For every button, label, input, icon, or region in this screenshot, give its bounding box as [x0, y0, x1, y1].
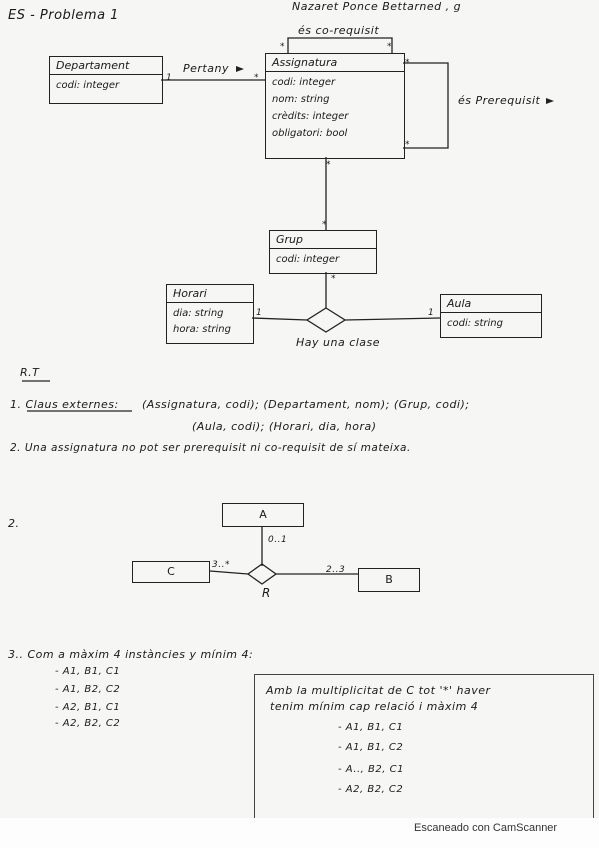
label-pertany: Pertany: [183, 62, 229, 75]
class-attr: codi: string: [447, 318, 503, 329]
list-item: - A.., B2, C1: [338, 764, 404, 775]
rt-line1a: (Assignatura, codi); (Departament, nom);…: [142, 398, 470, 411]
class-b: B: [358, 568, 420, 592]
label-ternary: Hay una clase: [296, 336, 381, 349]
class-name: Aula: [441, 295, 541, 313]
class-a: A: [222, 503, 304, 527]
note-line-2: tenim mínim cap relació i màxim 4: [270, 700, 479, 713]
class-c: C: [132, 561, 210, 583]
mult-coreq-right: *: [387, 42, 392, 52]
class-name: Departament: [50, 57, 162, 75]
mult-b: 2..3: [326, 565, 346, 575]
label-prereq: és Prerequisit: [458, 94, 541, 107]
section-3-intro: 3.. Com a màxim 4 instàncies y mínim 4:: [8, 648, 254, 661]
class-grup: Grup codi: integer: [269, 230, 377, 274]
class-assignatura: Assignatura codi: integer nom: string cr…: [265, 53, 405, 159]
rt-line1-label: 1. Claus externes:: [10, 398, 119, 411]
class-aula: Aula codi: string: [440, 294, 542, 338]
mult-assig-pertany: *: [254, 73, 259, 83]
section-2-number: 2.: [8, 517, 20, 530]
association-r: R: [262, 586, 271, 600]
rt-line2: 2. Una assignatura no pot ser prerequisi…: [10, 442, 411, 454]
mult-coreq-left: *: [280, 42, 285, 52]
class-attr: dia: string: [173, 308, 224, 319]
author-name: Nazaret Ponce Bettarned , g: [292, 0, 462, 13]
class-attr: codi: integer: [272, 77, 336, 88]
list-item: - A1, B1, C1: [55, 666, 121, 677]
class-departament: Departament codi: integer: [49, 56, 163, 104]
scanner-watermark: Escaneado con CamScanner: [414, 822, 558, 834]
rt-heading: R.T: [20, 366, 40, 379]
class-name: Grup: [270, 231, 376, 249]
class-attr: hora: string: [173, 324, 231, 335]
mult-aula: 1: [428, 308, 435, 318]
class-name: Assignatura: [266, 54, 404, 72]
label-coreq: és co-requisit: [298, 24, 380, 37]
class-attr: nom: string: [272, 94, 330, 105]
class-attr: crèdits: integer: [272, 111, 349, 122]
page-title: ES - Problema 1: [8, 8, 119, 23]
list-item: - A1, B2, C2: [55, 684, 121, 695]
note-line-1: Amb la multiplicitat de C tot '*' haver: [266, 684, 491, 697]
class-horari: Horari dia: string hora: string: [166, 284, 254, 344]
mult-prereq-top: *: [405, 58, 410, 68]
list-item: - A2, B1, C1: [55, 702, 121, 713]
mult-a: 0..1: [268, 535, 288, 545]
class-attr: codi: integer: [56, 80, 120, 91]
mult-grup-top: *: [322, 220, 327, 230]
mult-prereq-bottom: *: [405, 140, 410, 150]
class-attr: obligatori: bool: [272, 128, 348, 139]
mult-c: 3..*: [212, 560, 230, 570]
class-name: Horari: [167, 285, 253, 303]
class-attr: codi: integer: [276, 254, 340, 265]
scanner-footer-bar: [0, 818, 599, 848]
mult-horari: 1: [256, 308, 263, 318]
mult-grup-bottom: *: [331, 274, 336, 284]
rt-line1b: (Aula, codi); (Horari, dia, hora): [192, 420, 377, 433]
mult-dept: 1: [166, 73, 173, 83]
mult-assig-bottom: *: [326, 160, 331, 170]
list-item: - A2, B2, C2: [338, 784, 404, 795]
list-item: - A2, B2, C2: [55, 718, 121, 729]
list-item: - A1, B1, C2: [338, 742, 404, 753]
list-item: - A1, B1, C1: [338, 722, 404, 733]
